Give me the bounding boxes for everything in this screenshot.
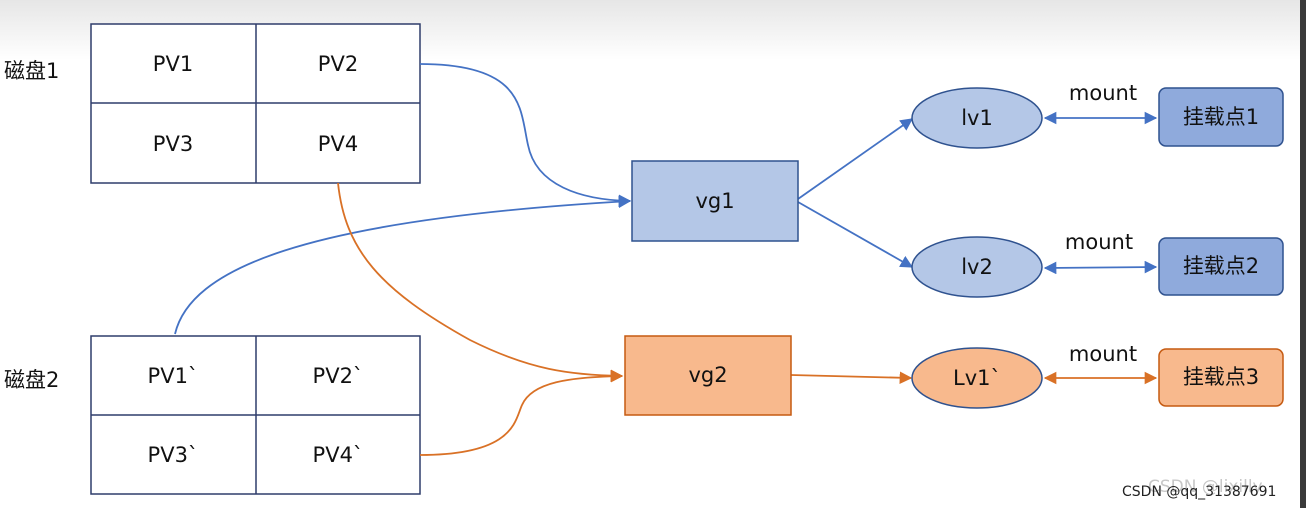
mount-point-2-label: 挂载点2	[1183, 254, 1259, 278]
lv1-label: lv1	[961, 106, 993, 130]
mount-label-3: mount	[1069, 342, 1137, 366]
vg1-to-lv1-connector	[797, 118, 914, 200]
lv2-mount-arrow	[1043, 260, 1158, 275]
disk2-pv4-cell: PV4`	[313, 443, 364, 467]
mount-point-1-label: 挂载点1	[1183, 105, 1259, 129]
disk2-pv2-cell: PV2`	[313, 364, 364, 388]
vg1-label: vg1	[695, 189, 734, 213]
disk2-grid: PV1` PV2` PV3` PV4`	[90, 335, 421, 495]
disk1-label: 磁盘1	[4, 59, 59, 83]
lv1-node: lv1	[911, 87, 1043, 149]
vg2-node: vg2	[624, 335, 792, 416]
mount-point-2-node: 挂载点2	[1158, 237, 1284, 296]
disk1-pv4-cell: PV4	[318, 132, 358, 156]
disk2-pv3-cell: PV3`	[148, 443, 199, 467]
vg2-label: vg2	[688, 363, 727, 387]
mount-point-3-node: 挂载点3	[1158, 348, 1284, 407]
pv1b-to-vg1-connector	[174, 195, 632, 335]
disk2-label: 磁盘2	[4, 368, 59, 392]
mount-label-2: mount	[1065, 230, 1133, 254]
pv4-to-vg2-connector	[337, 182, 624, 383]
disk1-pv2-cell: PV2	[318, 52, 358, 76]
pv4b-to-vg2-connector	[419, 369, 624, 456]
vg2-to-lv1b-connector	[790, 371, 913, 385]
disk1-pv1-cell: PV1	[153, 52, 193, 76]
disk1-pv3-cell: PV3	[153, 132, 193, 156]
lv1b-label: Lv1`	[953, 366, 1001, 390]
pv2-to-vg1-connector	[419, 63, 632, 208]
disk1-grid: PV1 PV2 PV3 PV4	[90, 23, 421, 184]
mount-label-1: mount	[1069, 81, 1137, 105]
right-edge-bar	[1300, 0, 1306, 508]
watermark-sub: CSDN @qq_31387691	[1122, 484, 1276, 500]
lv2-label: lv2	[961, 255, 993, 279]
mount-point-3-label: 挂载点3	[1183, 365, 1259, 389]
lv1b-node: Lv1`	[911, 347, 1043, 409]
vg1-to-lv2-connector	[797, 201, 914, 268]
disk2-pv1-cell: PV1`	[148, 364, 199, 388]
lv2-node: lv2	[911, 236, 1043, 298]
mount-point-1-node: 挂载点1	[1158, 87, 1284, 147]
watermark-main: CSDN @lixilly	[1148, 477, 1263, 497]
vg1-node: vg1	[631, 160, 799, 242]
